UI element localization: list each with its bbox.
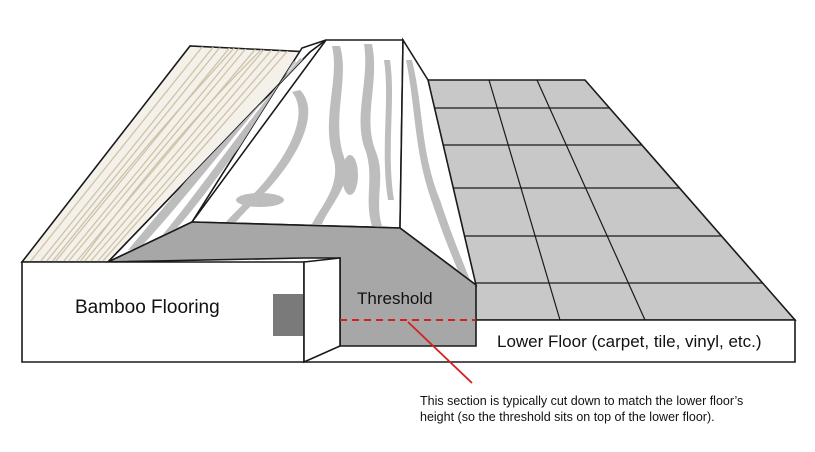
bamboo-front-face [21,257,341,364]
tile-surface [427,79,797,321]
bamboo-flooring-label: Bamboo Flooring [75,297,220,318]
cut-note-line-2: height (so the threshold sits on top of … [420,410,715,424]
threshold-profile [107,221,477,347]
threshold-label: Threshold [357,289,433,308]
bamboo-groove-slot [303,257,341,364]
cut-note-line-1: This section is typically cut down to ma… [420,394,743,408]
threshold-top-face [190,39,404,229]
lower-floor-label: Lower Floor (carpet, tile, vinyl, etc.) [497,332,762,351]
tile-grid-lines [434,79,763,321]
note-pointer-line [407,321,473,384]
bamboo-groove-shadow [273,294,304,336]
